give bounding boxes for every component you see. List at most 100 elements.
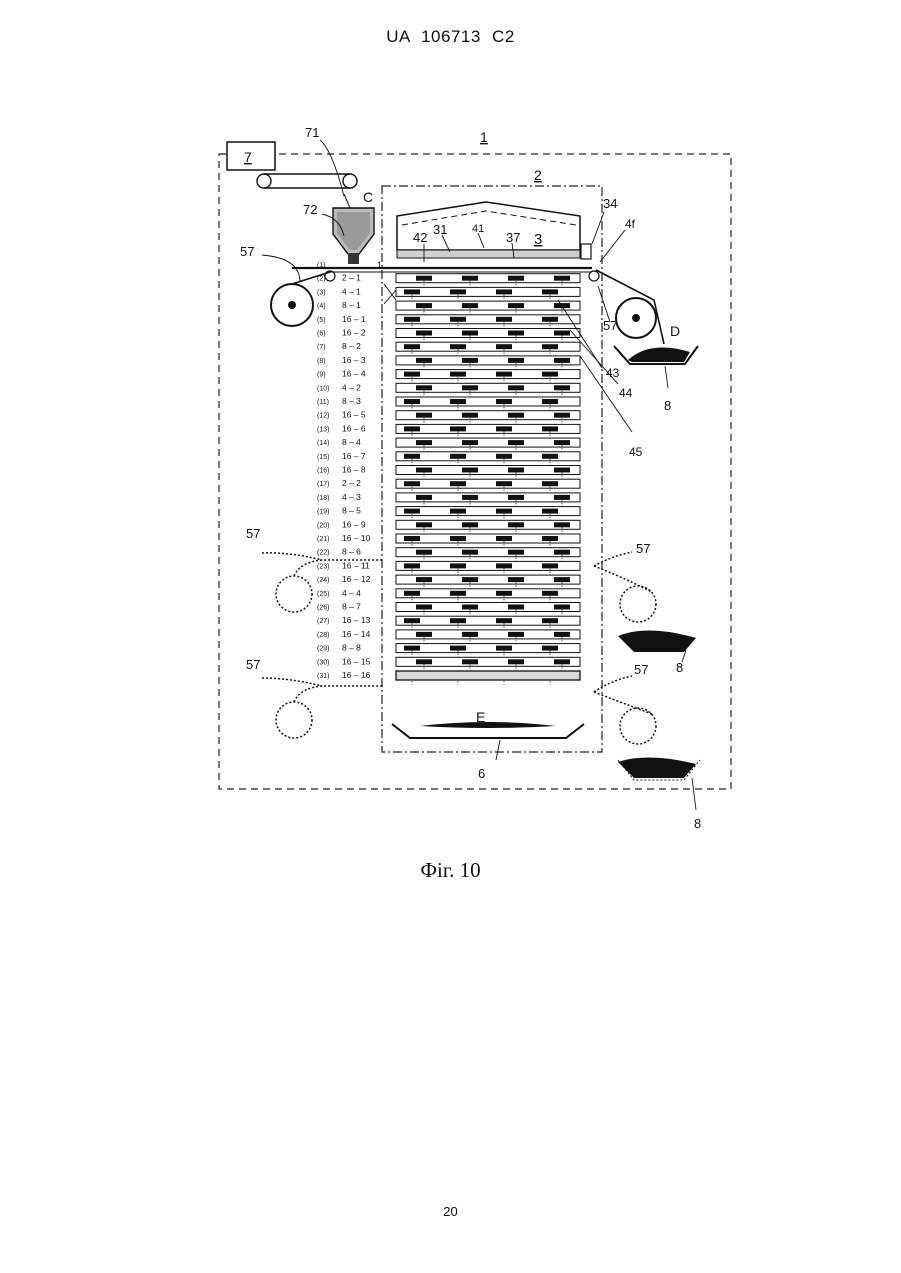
- row-index: (15): [317, 454, 329, 461]
- row-label: 8 – 6: [342, 547, 361, 557]
- row-label: 4 – 1: [342, 286, 361, 296]
- row-index: (24): [317, 577, 329, 584]
- row-label: 16 – 16: [342, 670, 371, 680]
- row-tray: [416, 468, 432, 473]
- row-index: (23): [317, 563, 329, 570]
- row-tray: [416, 385, 432, 390]
- row-tray: [542, 591, 558, 596]
- row-label: 8 – 3: [342, 396, 361, 406]
- row-index: (18): [317, 495, 329, 502]
- label-41: 41: [472, 223, 484, 235]
- row-index: (12): [317, 413, 329, 420]
- row-label: 16 – 3: [342, 355, 366, 365]
- row-index: (25): [317, 591, 329, 598]
- row-tray: [404, 289, 420, 294]
- row-tray: [416, 659, 432, 664]
- label-1-small: 1: [377, 260, 382, 270]
- row-tray: [542, 289, 558, 294]
- label-8-bottom: 8: [694, 816, 701, 831]
- row-tray: [450, 426, 466, 431]
- row-tray: [462, 331, 478, 336]
- row-tray: [542, 344, 558, 349]
- row-label: 16 – 15: [342, 656, 371, 666]
- row-tray: [496, 646, 512, 651]
- row-tray: [462, 276, 478, 281]
- row-label: 8 – 7: [342, 602, 361, 612]
- row-tray: [542, 426, 558, 431]
- row-index: (20): [317, 522, 329, 529]
- row-label: 16 – 14: [342, 629, 371, 639]
- row-tray: [508, 440, 524, 445]
- row-tray: [416, 522, 432, 527]
- row-index: (5): [317, 317, 326, 324]
- row-tray: [404, 509, 420, 514]
- row-index: (13): [317, 426, 329, 433]
- row-tray: [554, 276, 570, 281]
- row-tray: [496, 454, 512, 459]
- row-tray: [416, 605, 432, 610]
- row-tray: [450, 646, 466, 651]
- row-tray: [404, 536, 420, 541]
- label-chamber-top: 3: [534, 231, 542, 248]
- page-number: 20: [0, 1204, 901, 1219]
- product-piles: [618, 630, 700, 780]
- row-tray: [508, 522, 524, 527]
- row-label: 2 – 1: [342, 273, 361, 283]
- row-tray: [496, 426, 512, 431]
- row-label: 8 – 1: [342, 300, 361, 310]
- row-tray: [554, 495, 570, 500]
- label-8-top: 8: [664, 398, 671, 413]
- row-tray: [462, 577, 478, 582]
- row-tray: [450, 591, 466, 596]
- row-tray: [450, 372, 466, 377]
- row-tray: [404, 591, 420, 596]
- label-57-topright: 57: [603, 318, 617, 333]
- label-72: 72: [303, 202, 317, 217]
- row-tray: [462, 495, 478, 500]
- row-index: (11): [317, 399, 329, 406]
- row-tray: [496, 289, 512, 294]
- figure-caption: Фіг. 10: [0, 858, 901, 883]
- row-tray: [404, 646, 420, 651]
- row-tray: [542, 618, 558, 623]
- row-index: (16): [317, 468, 329, 475]
- row-index: (4): [317, 303, 326, 310]
- row-label: 8 – 4: [342, 437, 361, 447]
- row-tray: [554, 331, 570, 336]
- row-tray: [450, 289, 466, 294]
- row-label: 16 – 2: [342, 328, 366, 338]
- row-index: (10): [317, 385, 329, 392]
- row-tray: [416, 358, 432, 363]
- label-57-lowleft: 57: [246, 657, 260, 672]
- row-tray: [416, 413, 432, 418]
- row-index: (30): [317, 659, 329, 666]
- row-tray: [462, 385, 478, 390]
- row-tray: [416, 495, 432, 500]
- tray-D: [614, 346, 698, 364]
- row-tray: [542, 317, 558, 322]
- row-label: 16 – 8: [342, 465, 366, 475]
- row-index: (22): [317, 550, 329, 557]
- row-tray: [416, 331, 432, 336]
- row-labels: (1)(2)2 – 1(3)4 – 1(4)8 – 1(5)16 – 1(6)1…: [317, 262, 371, 680]
- row-tray: [554, 468, 570, 473]
- row-tray: [450, 509, 466, 514]
- label-43: 43: [606, 366, 620, 380]
- row-tray: [508, 385, 524, 390]
- row-index: (6): [317, 331, 326, 338]
- row-index: (2): [317, 276, 326, 283]
- row-index: (9): [317, 372, 326, 379]
- chamber-rows: [396, 274, 580, 685]
- row-tray: [450, 618, 466, 623]
- label-44: 44: [619, 386, 633, 400]
- row-label: 16 – 12: [342, 574, 371, 584]
- row-label: 16 – 6: [342, 423, 366, 433]
- feed-conveyor: [257, 174, 357, 188]
- label-31: 31: [433, 222, 447, 237]
- row-tray: [404, 317, 420, 322]
- row-tray: [416, 440, 432, 445]
- row-tray: [554, 358, 570, 363]
- label-57-topleft: 57: [240, 244, 254, 259]
- row-tray: [462, 440, 478, 445]
